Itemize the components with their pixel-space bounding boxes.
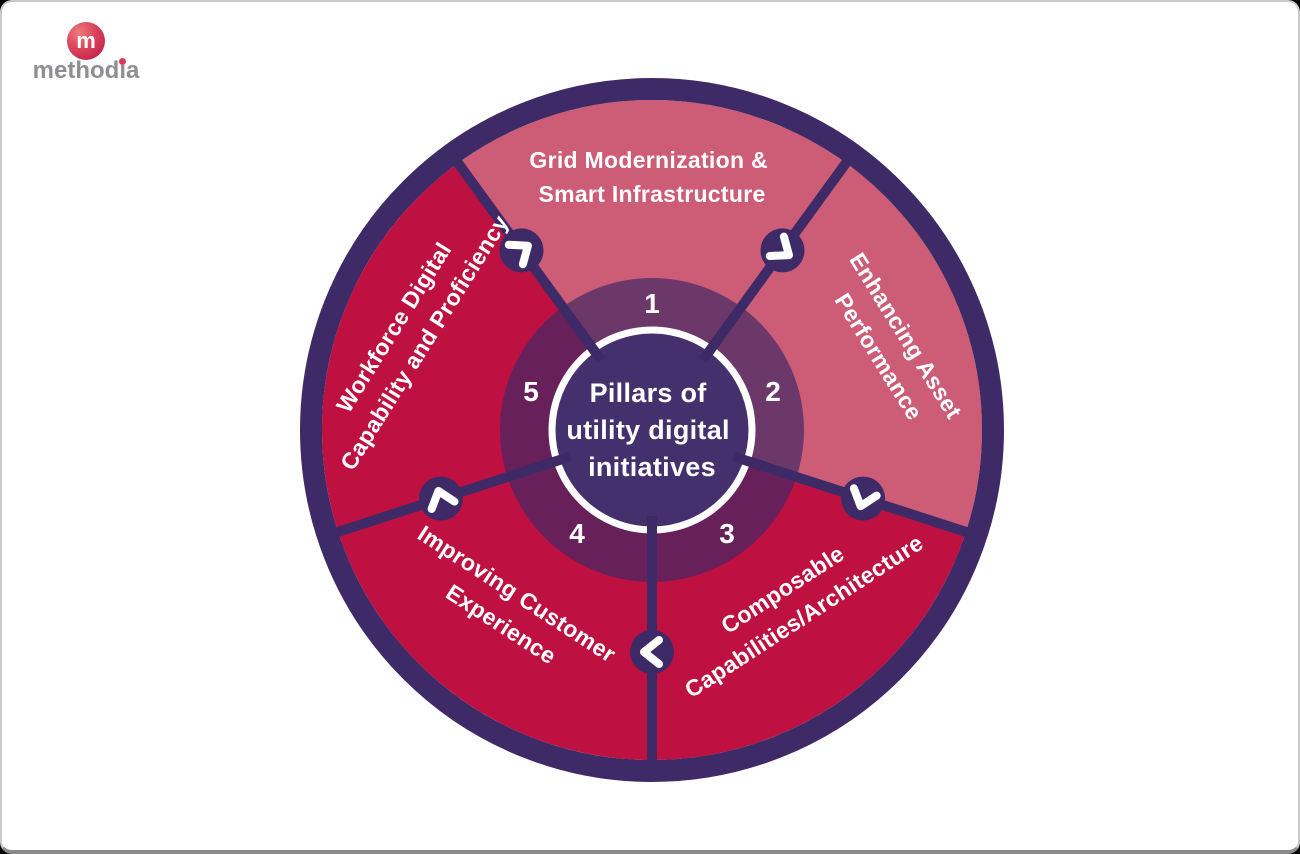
segment-2-number: 2 <box>765 376 781 407</box>
ring-stub-5-1 <box>579 333 606 364</box>
wordmark-part1: method <box>32 57 120 84</box>
outer-ring <box>300 78 1004 782</box>
methodia-logo: m methodia <box>30 22 142 85</box>
arrow-1-to-2 <box>760 228 805 273</box>
segment-1-label-line2: Smart Infrastructure <box>538 181 765 207</box>
segment-3-number: 3 <box>719 518 735 549</box>
ring-stub-4-5 <box>540 451 572 471</box>
chevron-icon <box>427 486 459 513</box>
ring-stub-2-3 <box>732 451 764 471</box>
arrow-3-to-4 <box>630 630 674 674</box>
segment-1-label: Grid Modernization & Smart Infrastructur… <box>529 147 774 207</box>
methodia-logo-mark-icon: m <box>67 22 105 60</box>
logo-mark-letter: m <box>76 28 96 53</box>
segment-1-label-line1: Grid Modernization & <box>529 147 768 173</box>
segment-4-number: 4 <box>569 518 585 549</box>
arrow-circle <box>760 228 805 273</box>
segment-5-number: 5 <box>523 376 539 407</box>
chevron-icon <box>504 240 532 269</box>
center-title: Pillars of utility digital initiatives <box>566 378 737 482</box>
chevron-icon <box>765 232 793 260</box>
chevron-icon <box>849 484 881 511</box>
arrow-4-to-5 <box>418 476 463 521</box>
segment-1-number: 1 <box>644 288 660 319</box>
center-title-line1: Pillars of <box>590 378 708 408</box>
pillars-wheel-diagram: Pillars of utility digital initiatives 1… <box>300 78 1004 782</box>
flow-arrows <box>418 228 886 674</box>
arrow-circle <box>630 630 674 674</box>
arrow-circle <box>499 228 544 273</box>
ring-stub-1-2 <box>698 333 725 364</box>
wordmark-part3: a <box>125 57 140 84</box>
chevron-icon <box>640 636 663 668</box>
arrow-5-to-1 <box>499 228 544 273</box>
methodia-wordmark: methodia <box>30 57 142 85</box>
arrow-2-to-3 <box>841 476 886 521</box>
segment-1-sector <box>458 99 846 430</box>
wordmark-part2: i <box>119 57 126 84</box>
center-title-line3: initiatives <box>588 452 716 482</box>
center-title-line2: utility digital <box>566 415 730 445</box>
white-ring-gap-stubs <box>540 333 764 546</box>
